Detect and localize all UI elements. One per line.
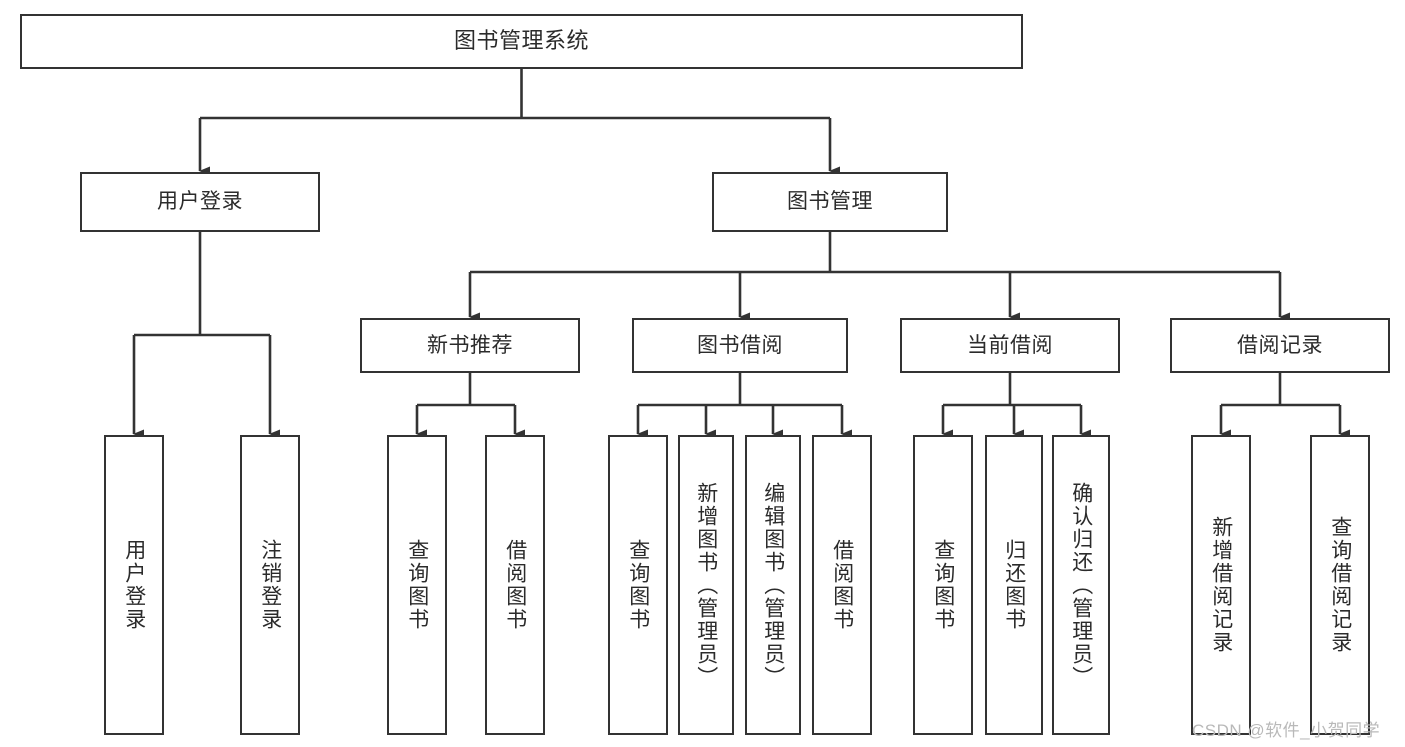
node-leaf-user-logout[interactable]: 注销登录	[240, 435, 300, 735]
node-label: 用户登录	[122, 539, 146, 631]
node-current-borrow[interactable]: 当前借阅	[900, 318, 1120, 373]
node-label: 查询图书	[405, 539, 429, 631]
node-root-图书管理系统[interactable]: 图书管理系统	[20, 14, 1023, 69]
node-leaf-rec-borrow[interactable]: 借阅图书	[485, 435, 545, 735]
node-label: 借阅图书	[830, 539, 854, 631]
node-new-book-rec[interactable]: 新书推荐	[360, 318, 580, 373]
node-label: 查询图书	[626, 539, 650, 631]
node-label: 图书借阅	[697, 333, 783, 357]
watermark-label: CSDN @软件_小贺同学	[1192, 721, 1381, 740]
node-leaf-cur-confirm[interactable]: 确认归还（管理员）	[1052, 435, 1110, 735]
node-label: 编辑图书（管理员）	[761, 481, 785, 689]
node-book-borrow[interactable]: 图书借阅	[632, 318, 848, 373]
node-label: 图书管理	[787, 190, 873, 214]
node-leaf-rec-query[interactable]: 查询图书	[387, 435, 447, 735]
node-leaf-user-login[interactable]: 用户登录	[104, 435, 164, 735]
node-label: 新增图书（管理员）	[694, 481, 718, 689]
node-label: 借阅记录	[1237, 333, 1323, 357]
edges-group	[132, 69, 1350, 439]
node-label: 新书推荐	[427, 333, 513, 357]
node-label: 查询借阅记录	[1328, 516, 1352, 654]
node-label: 用户登录	[157, 190, 243, 214]
node-leaf-borrow-lend[interactable]: 借阅图书	[812, 435, 872, 735]
node-leaf-borrow-edit[interactable]: 编辑图书（管理员）	[745, 435, 801, 735]
node-label: 图书管理系统	[453, 28, 589, 54]
node-leaf-rec-add[interactable]: 新增借阅记录	[1191, 435, 1251, 735]
node-book-manage[interactable]: 图书管理	[712, 172, 948, 232]
node-label: 确认归还（管理员）	[1069, 481, 1093, 689]
node-leaf-cur-query[interactable]: 查询图书	[913, 435, 973, 735]
node-borrow-record[interactable]: 借阅记录	[1170, 318, 1390, 373]
node-leaf-borrow-add[interactable]: 新增图书（管理员）	[678, 435, 734, 735]
node-user-login[interactable]: 用户登录	[80, 172, 320, 232]
node-label: 归还图书	[1002, 539, 1026, 631]
node-leaf-borrow-query[interactable]: 查询图书	[608, 435, 668, 735]
node-label: 当前借阅	[967, 333, 1053, 357]
node-leaf-rec-search[interactable]: 查询借阅记录	[1310, 435, 1370, 735]
node-label: 新增借阅记录	[1209, 516, 1233, 654]
node-label: 注销登录	[258, 539, 282, 631]
node-label: 借阅图书	[503, 539, 527, 631]
node-leaf-cur-return[interactable]: 归还图书	[985, 435, 1043, 735]
node-label: 查询图书	[931, 539, 955, 631]
